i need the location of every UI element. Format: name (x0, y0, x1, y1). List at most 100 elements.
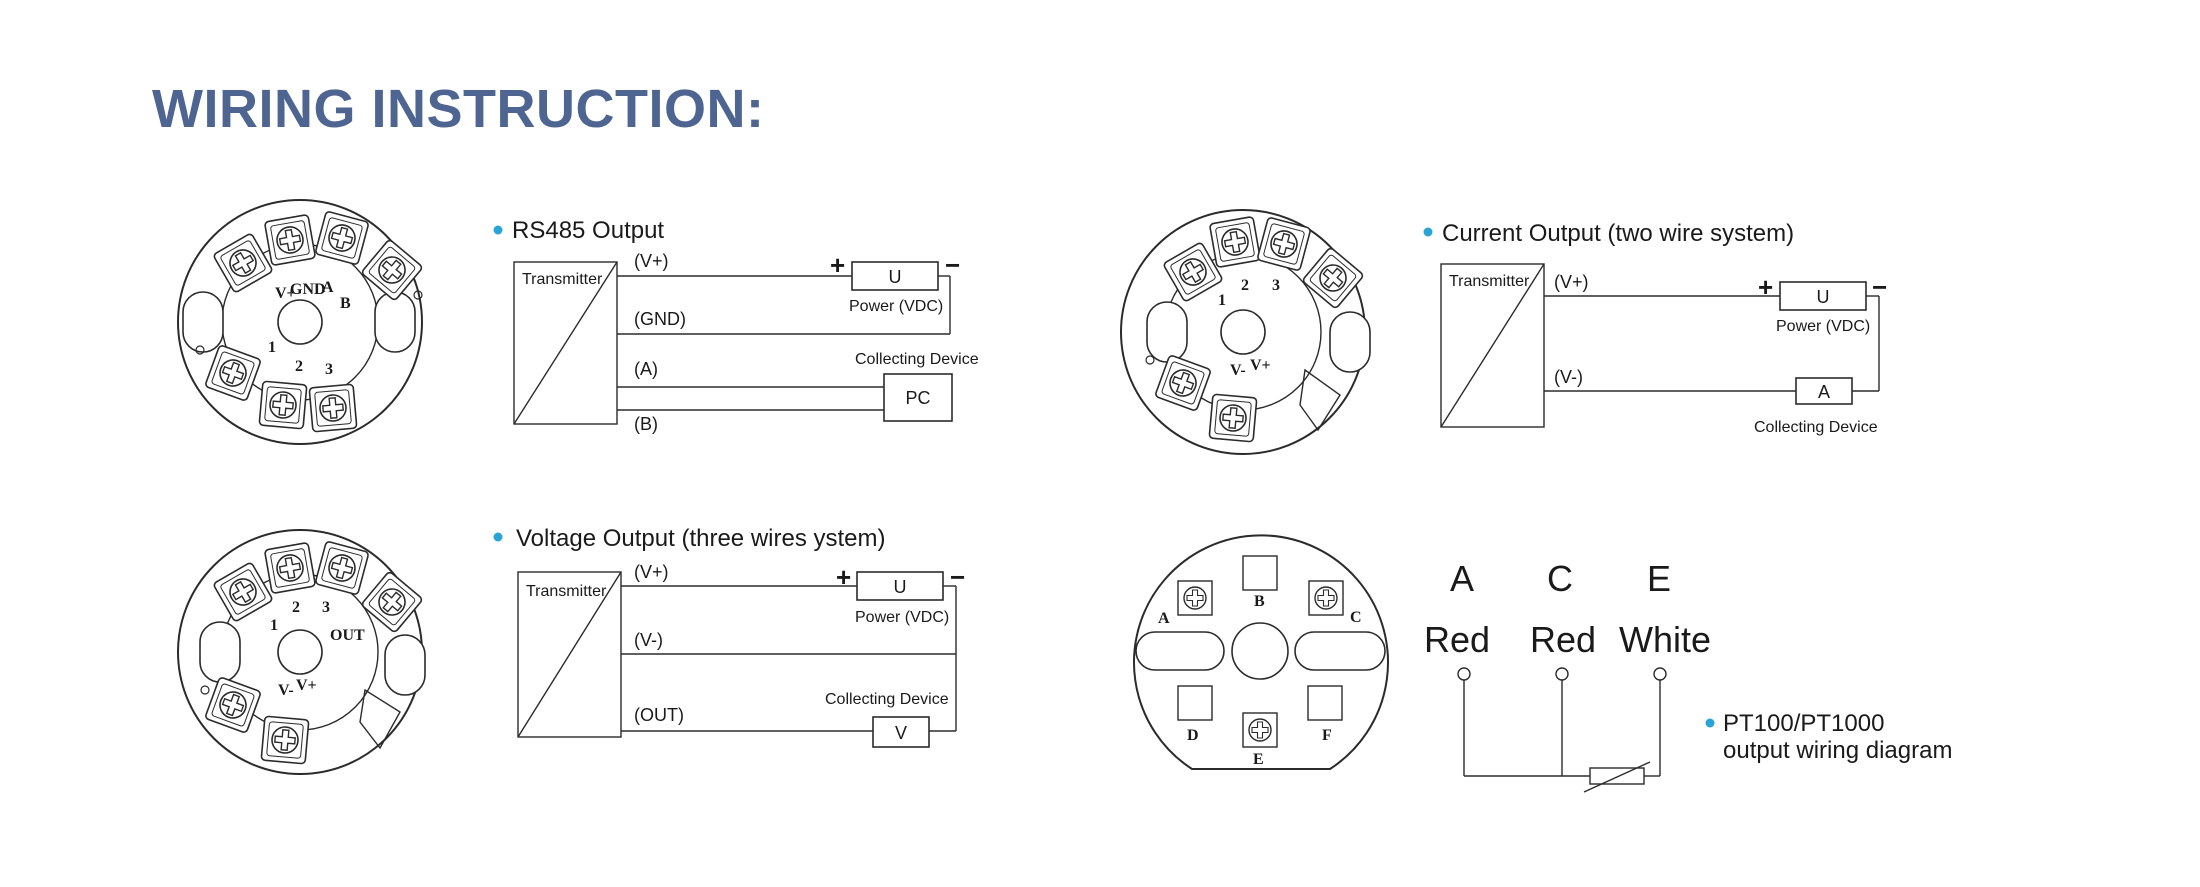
terminal-label: D (1187, 727, 1199, 744)
pt100-wiring: A C E Red Red White PT100/PT1000 output … (1424, 558, 1952, 793)
voltage-terminal-block: 1 2 3 OUT V- V+ (177, 529, 426, 775)
wire-terminal-icon (1653, 667, 1667, 681)
power-label-u: U (1817, 287, 1830, 307)
wire-label-vplus: (V+) (634, 251, 669, 271)
ammeter-box (1795, 377, 1853, 405)
wire-color-a: Red (1424, 619, 1490, 660)
terminal-label: B (340, 295, 351, 312)
rs485-terminal-block: V+ GND A B 1 2 3 (177, 199, 424, 445)
terminal-label: 1 (1218, 292, 1226, 309)
screw-terminal-icon (1208, 215, 1262, 269)
bullet-icon (1705, 718, 1715, 728)
transmitter-label: Transmitter (522, 271, 603, 288)
wire-letter-e: E (1647, 558, 1671, 599)
bullet-icon (493, 225, 503, 235)
screw-terminal-icon (263, 541, 317, 595)
voltmeter-label: V (895, 723, 907, 743)
terminal-label: C (1350, 609, 1362, 626)
power-caption: Power (VDC) (1776, 318, 1870, 335)
minus-sign: − (945, 250, 960, 280)
screw-terminal-c-icon (1308, 580, 1344, 616)
power-supply-box (856, 571, 944, 601)
terminal-label: E (1253, 751, 1264, 768)
current-terminal-block: 1 2 3 V- V+ (1120, 209, 1371, 455)
terminal-label: OUT (330, 627, 365, 644)
terminal-label: 2 (295, 358, 303, 375)
terminal-label: 3 (322, 599, 330, 616)
power-label-u: U (889, 267, 902, 287)
ammeter-label: A (1818, 382, 1830, 402)
pt100-subheading: output wiring diagram (1723, 737, 1952, 764)
wire-label-a: (A) (634, 359, 658, 379)
bullet-icon (493, 532, 503, 542)
collecting-device-caption: Collecting Device (1754, 419, 1878, 436)
pc-box (883, 373, 953, 422)
plus-sign: + (1758, 272, 1773, 302)
screw-terminal-a-icon (1177, 580, 1213, 616)
wire-label-b: (B) (634, 414, 658, 434)
terminal-label: F (1322, 727, 1332, 744)
terminal-label: 3 (1272, 277, 1280, 294)
wire-color-c: Red (1530, 619, 1596, 660)
screw-terminal-icon (260, 715, 310, 765)
terminal-label: V+ (1250, 357, 1271, 374)
terminal-label: V- (1230, 362, 1246, 379)
resistor-icon (1589, 767, 1645, 785)
plus-sign: + (836, 562, 851, 592)
transmitter-label: Transmitter (526, 583, 607, 600)
terminal-label: 3 (325, 361, 333, 378)
terminal-f-icon (1307, 685, 1343, 721)
terminal-label: V- (278, 682, 294, 699)
terminal-label: A (1158, 610, 1170, 627)
wire-letter-a: A (1450, 558, 1474, 599)
terminal-label: V+ (296, 677, 317, 694)
screw-terminal-icon (308, 383, 358, 433)
screw-terminal-e-icon (1242, 712, 1278, 748)
wire-label-vminus: (V-) (634, 630, 663, 650)
collecting-device-caption: Collecting Device (825, 691, 949, 708)
screw-terminal-icon (1208, 393, 1258, 443)
collecting-device-caption: Collecting Device (855, 351, 979, 368)
power-caption: Power (VDC) (855, 609, 949, 626)
page-title: WIRING INSTRUCTION: (152, 79, 765, 139)
wire-color-e: White (1619, 619, 1711, 660)
terminal-label: A (322, 279, 334, 296)
wire-label-vplus: (V+) (634, 562, 669, 582)
terminal-label: GND (290, 281, 326, 298)
wire-letter-c: C (1547, 558, 1573, 599)
wire-terminal-icon (1457, 667, 1471, 681)
bullet-icon (1423, 227, 1433, 237)
minus-sign: − (950, 562, 965, 592)
wire-label-vminus: (V-) (1554, 367, 1583, 387)
screw-terminal-icon (258, 380, 308, 430)
plus-sign: + (830, 250, 845, 280)
terminal-b-icon (1242, 555, 1278, 591)
power-label-u: U (894, 577, 907, 597)
terminal-label: 2 (1241, 277, 1249, 294)
pt100-terminal-block: A B C D E F (1133, 534, 1389, 770)
wire-label-vplus: (V+) (1554, 272, 1589, 292)
current-wiring: Current Output (two wire system) Transmi… (1423, 220, 1887, 436)
minus-sign: − (1872, 272, 1887, 302)
terminal-label: 1 (270, 617, 278, 634)
power-caption: Power (VDC) (849, 298, 943, 315)
wire-terminal-icon (1555, 667, 1569, 681)
wire-label-gnd: (GND) (634, 309, 686, 329)
rs485-wiring: RS485 Output Transmitter (V+) + U − Powe… (493, 217, 979, 434)
voltage-heading: Voltage Output (three wires ystem) (516, 525, 886, 552)
terminal-d-icon (1177, 685, 1213, 721)
pt100-heading: PT100/PT1000 (1723, 710, 1884, 737)
power-supply-box (1779, 281, 1867, 311)
wire-label-out: (OUT) (634, 705, 684, 725)
pc-label: PC (905, 388, 930, 408)
rs485-heading: RS485 Output (512, 217, 664, 244)
terminal-label: 2 (292, 599, 300, 616)
terminal-label: V+ (275, 285, 296, 302)
voltmeter-box (872, 716, 930, 748)
terminal-label: B (1254, 593, 1265, 610)
screw-terminal-icon (263, 213, 317, 267)
terminal-label: 1 (268, 339, 276, 356)
voltage-wiring: Voltage Output (three wires ystem) Trans… (493, 525, 965, 748)
current-heading: Current Output (two wire system) (1442, 220, 1794, 247)
